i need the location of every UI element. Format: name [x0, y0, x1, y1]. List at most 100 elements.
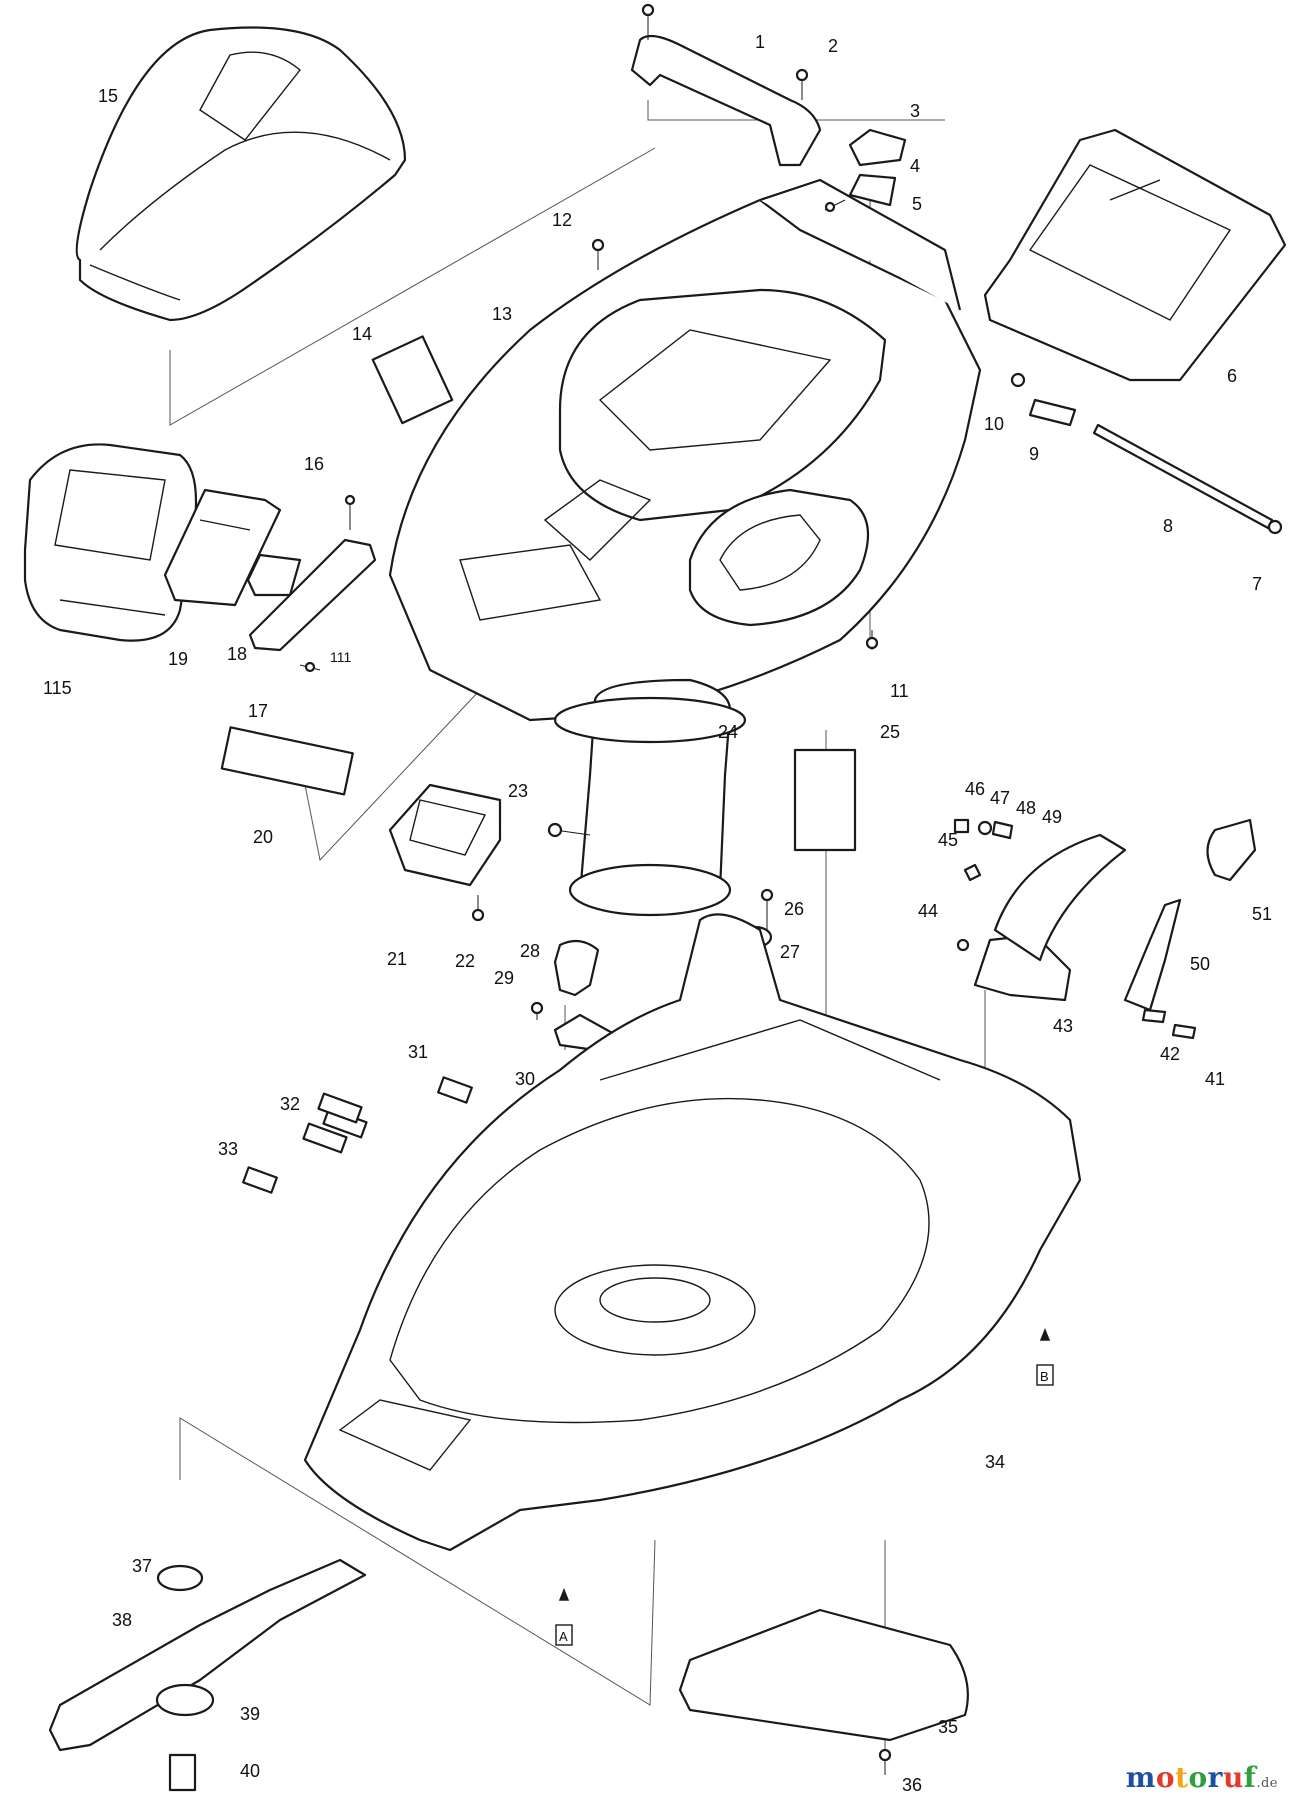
part-28-key: [553, 939, 600, 997]
callout-37: 37: [132, 1556, 152, 1576]
part-40-bolt: [168, 1753, 197, 1792]
part-18-terminal: [246, 553, 302, 597]
part-20-label: [220, 726, 354, 796]
callout-29: 29: [494, 968, 514, 988]
callout-9: 9: [1029, 444, 1039, 464]
part-10-clip: [1010, 372, 1026, 388]
watermark-letter: r: [1207, 1761, 1223, 1794]
callout-1: 1: [755, 32, 765, 52]
part-13-upper-housing: [388, 178, 982, 722]
callout-41: 41: [1205, 1069, 1225, 1089]
part-7-clip: [1267, 519, 1283, 535]
callout-31: 31: [408, 1042, 428, 1062]
part-11-screw: [865, 636, 879, 650]
part-9-spring: [1028, 398, 1077, 427]
part-49-scale-plate: [993, 833, 1127, 962]
part-43-bracket: [973, 933, 1072, 1002]
callout-21: 21: [387, 949, 407, 969]
part-35-deflector: [678, 1608, 969, 1742]
callout-38: 38: [112, 1610, 132, 1630]
callout-15: 15: [98, 86, 118, 106]
part-15-battery-cover: [75, 26, 407, 322]
callout-12: 12: [552, 210, 572, 230]
callout-47: 47: [990, 788, 1010, 808]
part-1-handle: [630, 34, 822, 167]
part-44-screw: [956, 938, 970, 952]
part-3-latch: [848, 128, 907, 167]
part-4-lock-plate: [848, 173, 897, 207]
callout-33: 33: [218, 1139, 238, 1159]
callout-26: 26: [784, 899, 804, 919]
part-115-battery: [23, 443, 198, 642]
watermark-letter: f: [1243, 1761, 1257, 1794]
callout-115: 115: [43, 678, 72, 698]
callout-8: 8: [1163, 516, 1173, 536]
callout-49: 49: [1042, 807, 1062, 827]
part-39-washer: [155, 1683, 215, 1717]
part-31-bushing: [437, 1076, 473, 1104]
callout-27: 27: [780, 942, 800, 962]
part-16-screw: [344, 494, 356, 506]
part-51-lever-cap: [1206, 818, 1257, 882]
callout-11: 11: [890, 681, 909, 701]
part-48-spring: [991, 820, 1014, 840]
callout-10: 10: [984, 414, 1004, 434]
part-46-screw: [953, 818, 970, 834]
part-2-screw: [795, 68, 809, 82]
callout-48: 48: [1016, 798, 1036, 818]
watermark-letter: t: [1175, 1761, 1189, 1794]
callout-labels: 1 2 3 4 5 6 7 8 9 10 11 12 13 14 15 16 1…: [43, 32, 1272, 1795]
part-33-bushing: [242, 1166, 278, 1194]
part-5-spring: [824, 201, 836, 213]
part-41-bolt: [1171, 1023, 1197, 1040]
callout-13: 13: [492, 304, 512, 324]
part-26-screw: [760, 888, 774, 902]
part-42-bushing: [1141, 1008, 1167, 1024]
callout-44: 44: [918, 901, 938, 921]
callout-7: 7: [1252, 574, 1262, 594]
callout-16: 16: [304, 454, 324, 474]
callout-4: 4: [910, 156, 920, 176]
marker-b: B: [1040, 1369, 1049, 1384]
part-37-washer: [156, 1564, 204, 1592]
callout-50: 50: [1190, 954, 1210, 974]
callout-42: 42: [1160, 1044, 1180, 1064]
part-111-screw: [304, 661, 316, 673]
callout-23: 23: [508, 781, 528, 801]
callout-24: 24: [718, 722, 738, 742]
callout-19: 19: [168, 649, 188, 669]
part-1-top-screw: [641, 3, 655, 17]
watermark-letter: o: [1155, 1761, 1176, 1794]
part-6-rear-door: [983, 128, 1287, 382]
callout-5: 5: [912, 194, 922, 214]
callout-46: 46: [965, 779, 985, 799]
part-22-screw: [471, 908, 485, 922]
watermark-letter: u: [1222, 1761, 1244, 1794]
callout-2: 2: [828, 36, 838, 56]
part-36-screw: [878, 1748, 892, 1762]
part-34-deck: [303, 913, 1082, 1552]
part-29-screw: [530, 1001, 544, 1015]
marker-b-box: [1036, 1364, 1054, 1386]
watermark-suffix: .de: [1256, 1776, 1278, 1791]
part-23-screw: [547, 822, 563, 838]
part-50-lever: [1123, 898, 1182, 1012]
part-24-motor: [553, 678, 747, 917]
part-8-rod: [1092, 423, 1274, 530]
callout-45: 45: [938, 830, 958, 850]
callout-20: 20: [253, 827, 273, 847]
callout-25: 25: [880, 722, 900, 742]
callout-14: 14: [352, 324, 372, 344]
callout-35: 35: [938, 1717, 958, 1737]
callout-17: 17: [248, 701, 268, 721]
callout-32: 32: [280, 1094, 300, 1114]
callout-28: 28: [520, 941, 540, 961]
marker-a: A: [559, 1629, 568, 1644]
part-12-screw: [591, 238, 605, 252]
callout-39: 39: [240, 1704, 260, 1724]
callout-34: 34: [985, 1452, 1005, 1472]
callout-51: 51: [1252, 904, 1272, 924]
callout-3: 3: [910, 101, 920, 121]
marker-a-arrow: [558, 1587, 570, 1601]
callout-36: 36: [902, 1775, 922, 1795]
